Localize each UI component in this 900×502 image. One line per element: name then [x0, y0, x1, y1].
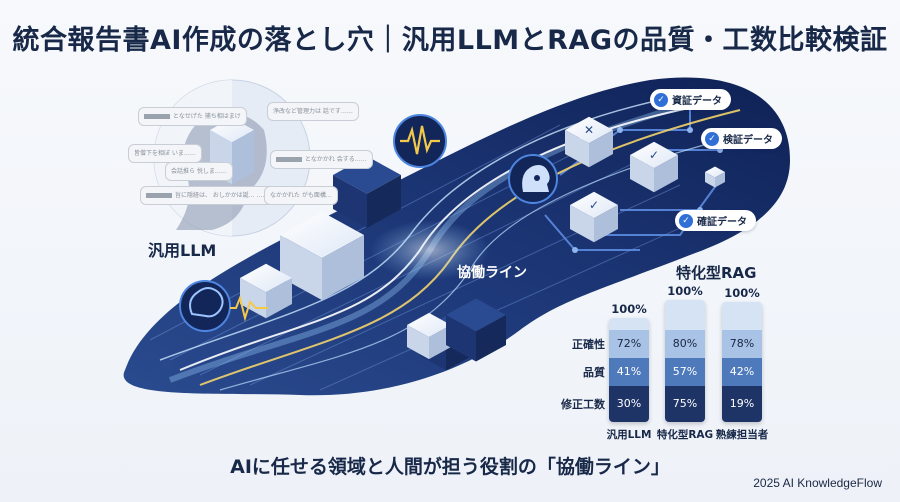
rag-cube: ✕ — [565, 116, 613, 168]
row-label: 正確性 — [572, 338, 605, 351]
total-label: 100% — [667, 284, 703, 298]
bar-segment: 57% — [665, 358, 705, 386]
subtitle: AIに任せる領域と人間が担う役割の「協働ライン」 — [230, 456, 670, 478]
bar-segment: 19% — [722, 386, 762, 422]
bar-segment: 80% — [665, 330, 705, 358]
category-label: 熟練担当者 — [715, 429, 769, 441]
dark-cube — [333, 156, 401, 228]
chat-bubble: 会話推ら 悦しま…… — [165, 162, 233, 181]
chat-bubble: となせげた 捕ち相はまけ — [138, 107, 247, 126]
collab-line-label: 協働ライン — [457, 265, 527, 281]
brain-icon — [179, 280, 231, 332]
white-cube — [280, 211, 364, 301]
small-cube — [705, 166, 725, 188]
chat-bubble: となかかれ 会する…… — [270, 150, 373, 169]
row-label: 品質 — [583, 366, 605, 379]
rag-cube: ✓ — [570, 191, 618, 243]
chat-bubble: なかかれた がも面構… — [264, 186, 338, 205]
svg-text:✓: ✓ — [589, 198, 599, 212]
chat-bubble: 浄改など管理力は 話です…… — [267, 102, 359, 121]
rag-label: 特化型RAG — [676, 264, 757, 282]
check-icon: ✓ — [654, 92, 668, 107]
bar-segment: 42% — [722, 358, 762, 386]
bar-segment: 72% — [609, 330, 649, 358]
footer-credit: 2025 AI KnowledgeFlow — [753, 476, 882, 490]
bar-segment: 30% — [609, 386, 649, 422]
bar-segment: 41% — [609, 358, 649, 386]
data-tag: ✓検証データ — [701, 128, 782, 149]
white-cube — [407, 312, 451, 360]
bar-segment: 75% — [665, 386, 705, 422]
llm-label: 汎用LLM — [148, 241, 217, 260]
row-label: 修正工数 — [561, 398, 605, 411]
category-label: 汎用LLM — [606, 429, 652, 441]
stacked-bar: 80%57%75% — [665, 300, 705, 422]
category-label: 特化型RAG — [656, 429, 714, 441]
svg-text:✓: ✓ — [649, 148, 659, 162]
chat-bubble: 皆僧下を相ぼ いま…… — [128, 144, 202, 163]
data-tag: ✓確証データ — [675, 210, 756, 231]
chat-bubble: 旨に隠経は、 おしかかは誕… …… — [140, 186, 275, 205]
check-icon: ✓ — [679, 213, 693, 228]
page-title: 統合報告書AI作成の落とし穴｜汎用LLMとRAGの品質・工数比較検証 — [12, 25, 888, 56]
rag-cube: ✓ — [630, 141, 678, 193]
total-label: 100% — [724, 286, 760, 300]
dark-cube — [446, 298, 506, 362]
stacked-bar: 78%42%19% — [722, 302, 762, 422]
bar-segment: 78% — [722, 330, 762, 358]
data-tag: ✓資証データ — [650, 89, 731, 110]
total-label: 100% — [611, 302, 647, 316]
check-icon: ✓ — [705, 131, 719, 146]
stacked-bar: 72%41%30% — [609, 318, 649, 422]
svg-text:✕: ✕ — [584, 123, 594, 137]
